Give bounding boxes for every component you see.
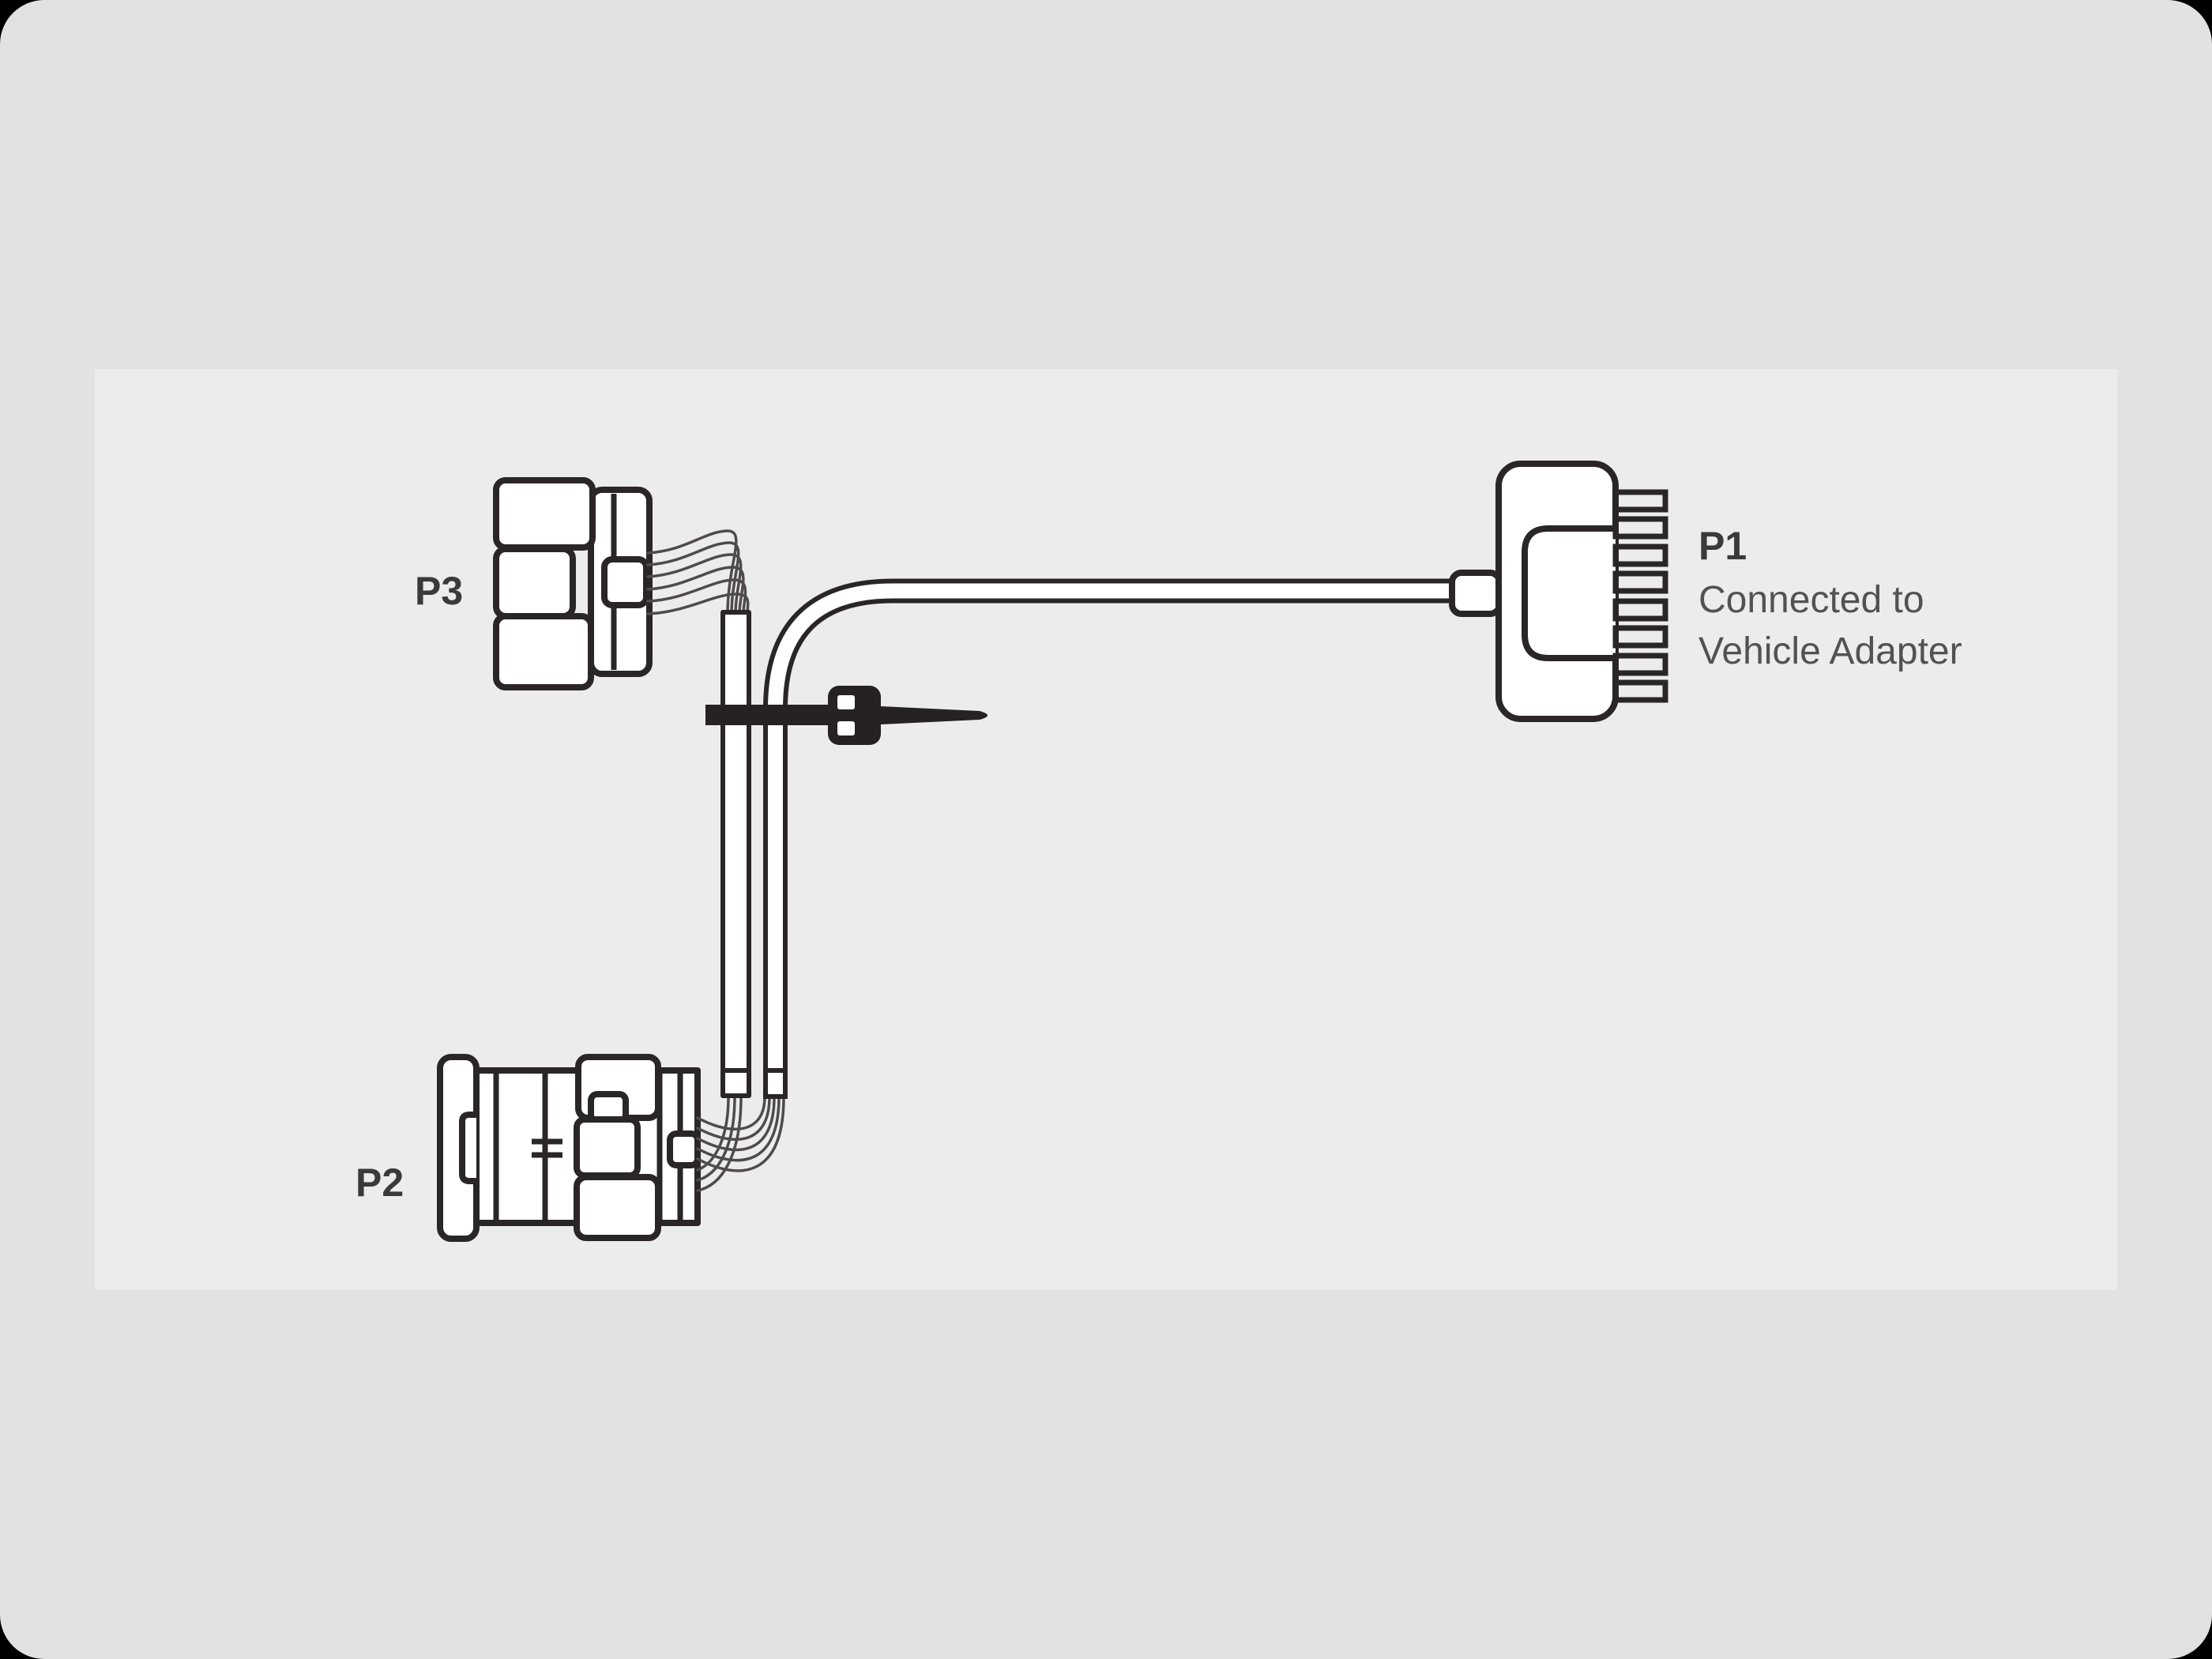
wiring-diagram-panel: P3 P2 P1 Connected to Vehicle Adapter <box>95 369 2117 1290</box>
connector-p2 <box>437 1054 701 1242</box>
p1-label: P1 <box>1698 524 1747 568</box>
p1-pin <box>1612 653 1668 676</box>
p3-block-bottom <box>493 613 594 690</box>
connector-p3 <box>493 477 653 690</box>
cable-tie-strap <box>705 705 828 725</box>
wire <box>696 1096 736 1182</box>
p2-endcap-notch <box>459 1112 476 1184</box>
p1-pin <box>1612 570 1668 594</box>
p2-block-middle <box>574 1116 641 1179</box>
p3-latch <box>601 556 649 608</box>
cable-outline <box>763 578 1463 1099</box>
connector-p1 <box>1449 461 1668 722</box>
p1-pin <box>1612 679 1668 703</box>
cable-tie-hole <box>837 695 855 709</box>
wire <box>646 529 738 615</box>
sleeve-body <box>720 610 751 1098</box>
cable-harness-diagram: P3 P2 P1 Connected to Vehicle Adapter <box>356 461 1962 1242</box>
wire <box>646 578 747 615</box>
p1-pins <box>1612 489 1668 703</box>
wire <box>646 553 743 615</box>
wire <box>646 592 750 615</box>
p1-pin <box>1612 544 1668 567</box>
cable-tie <box>705 686 988 745</box>
p3-block-top <box>493 477 596 551</box>
p1-pin <box>1612 598 1668 622</box>
p1-description-line2: Vehicle Adapter <box>1698 630 1962 672</box>
p2-label: P2 <box>356 1161 404 1205</box>
p1-inner-face <box>1522 525 1616 661</box>
wire <box>696 1096 776 1152</box>
cable-core <box>768 583 1463 1094</box>
p3-block-middle <box>493 546 576 619</box>
wire-bundle-p2 <box>696 1096 785 1192</box>
wire <box>696 1096 781 1162</box>
wire <box>696 1096 771 1141</box>
p2-latch <box>667 1130 701 1168</box>
wire-bundle-p3 <box>646 529 750 615</box>
p3-label: P3 <box>415 569 463 613</box>
wire <box>696 1096 743 1192</box>
wire <box>696 1096 730 1172</box>
wire <box>696 1096 785 1172</box>
cable-tie-tail <box>881 706 988 724</box>
wire <box>646 566 745 615</box>
p1-pin <box>1612 516 1668 540</box>
p1-cable-stub <box>1449 570 1503 617</box>
p1-description-line1: Connected to <box>1698 579 1924 621</box>
sleeve-tube-left <box>720 610 751 1098</box>
cable-tie-head <box>828 686 881 745</box>
p2-block-bottom <box>574 1174 661 1241</box>
p1-pin <box>1612 625 1668 649</box>
cable-to-p1 <box>763 578 1463 1099</box>
cable-tie-hole <box>837 721 855 735</box>
p1-pin <box>1612 489 1668 513</box>
wire <box>696 1096 766 1130</box>
